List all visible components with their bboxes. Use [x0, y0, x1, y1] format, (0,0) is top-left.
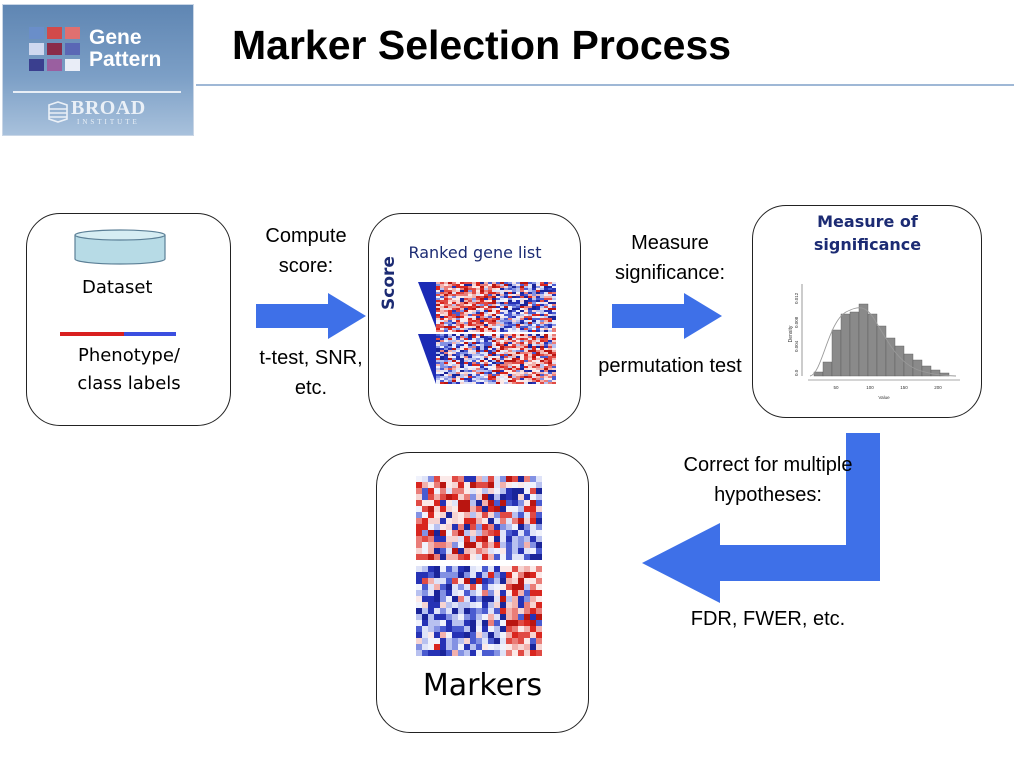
significance-title: Measure of significance [813, 212, 922, 254]
genepattern-grid-icon [29, 27, 83, 73]
histogram-ytick: 0.0 [794, 369, 799, 376]
phenotype-class-bar [60, 332, 176, 336]
measure-significance-text: Measure significance: [614, 232, 726, 284]
arrow-compute [256, 293, 366, 339]
histogram-bar [813, 371, 824, 377]
institute-wordmark: INSTITUTE [77, 118, 140, 126]
histogram-xtick: 100 [866, 385, 874, 390]
histogram-xtick: 150 [900, 385, 908, 390]
markers-heatmap [416, 476, 542, 656]
histogram-bar [849, 311, 860, 377]
database-cylinder-icon [74, 229, 166, 265]
slide-title: Marker Selection Process [232, 22, 732, 68]
arrow-measure [612, 293, 722, 339]
markers-label: Markers [422, 668, 543, 703]
histogram-ytick: 0.004 [794, 340, 799, 352]
permutation-histogram: Density 0.0 0.004 0.008 0.012 50 100 150… [788, 284, 960, 400]
histogram-ytick: 0.012 [794, 292, 799, 304]
genepattern-wordmark: Gene Pattern [89, 26, 162, 71]
logo-divider [13, 91, 181, 93]
permutation-test-text: permutation test [598, 355, 742, 377]
histogram-bar [885, 337, 896, 377]
histogram-bar [894, 345, 905, 377]
correction-methods-text: FDR, FWER, etc. [690, 608, 846, 630]
phenotype-label: Phenotype/ class labels [77, 345, 181, 394]
broad-wordmark: BROAD [71, 97, 146, 119]
compute-methods-text: t-test, SNR, etc. [259, 347, 363, 399]
histogram-xtick: 50 [833, 385, 839, 390]
histogram-xtick: 200 [934, 385, 942, 390]
histogram-bar [840, 313, 851, 377]
arrow-correct [642, 433, 880, 603]
ranked-heatmap [418, 282, 556, 384]
histogram-ytick: 0.008 [794, 316, 799, 328]
histogram-bar [921, 365, 932, 377]
histogram-bar [867, 313, 878, 377]
dataset-label: Dataset [82, 277, 153, 298]
ranked-gene-list-title: Ranked gene list [408, 243, 542, 262]
histogram-xlabel: Value [878, 395, 890, 400]
broad-icon [48, 101, 68, 123]
histogram-ylabel: Density [788, 325, 794, 342]
histogram-bar [876, 325, 887, 377]
histogram-bar [858, 303, 869, 377]
histogram-bar [939, 372, 950, 377]
compute-score-text: Compute score: [265, 225, 347, 277]
genepattern-broad-logo: Gene Pattern BROAD INSTITUTE [2, 4, 194, 136]
correct-multiple-hypotheses-text: Correct for multiple hypotheses: [683, 454, 853, 506]
title-rule [196, 84, 1014, 86]
score-axis-label: Score [379, 256, 399, 310]
histogram-bar [831, 329, 842, 377]
histogram-bar [822, 361, 833, 377]
